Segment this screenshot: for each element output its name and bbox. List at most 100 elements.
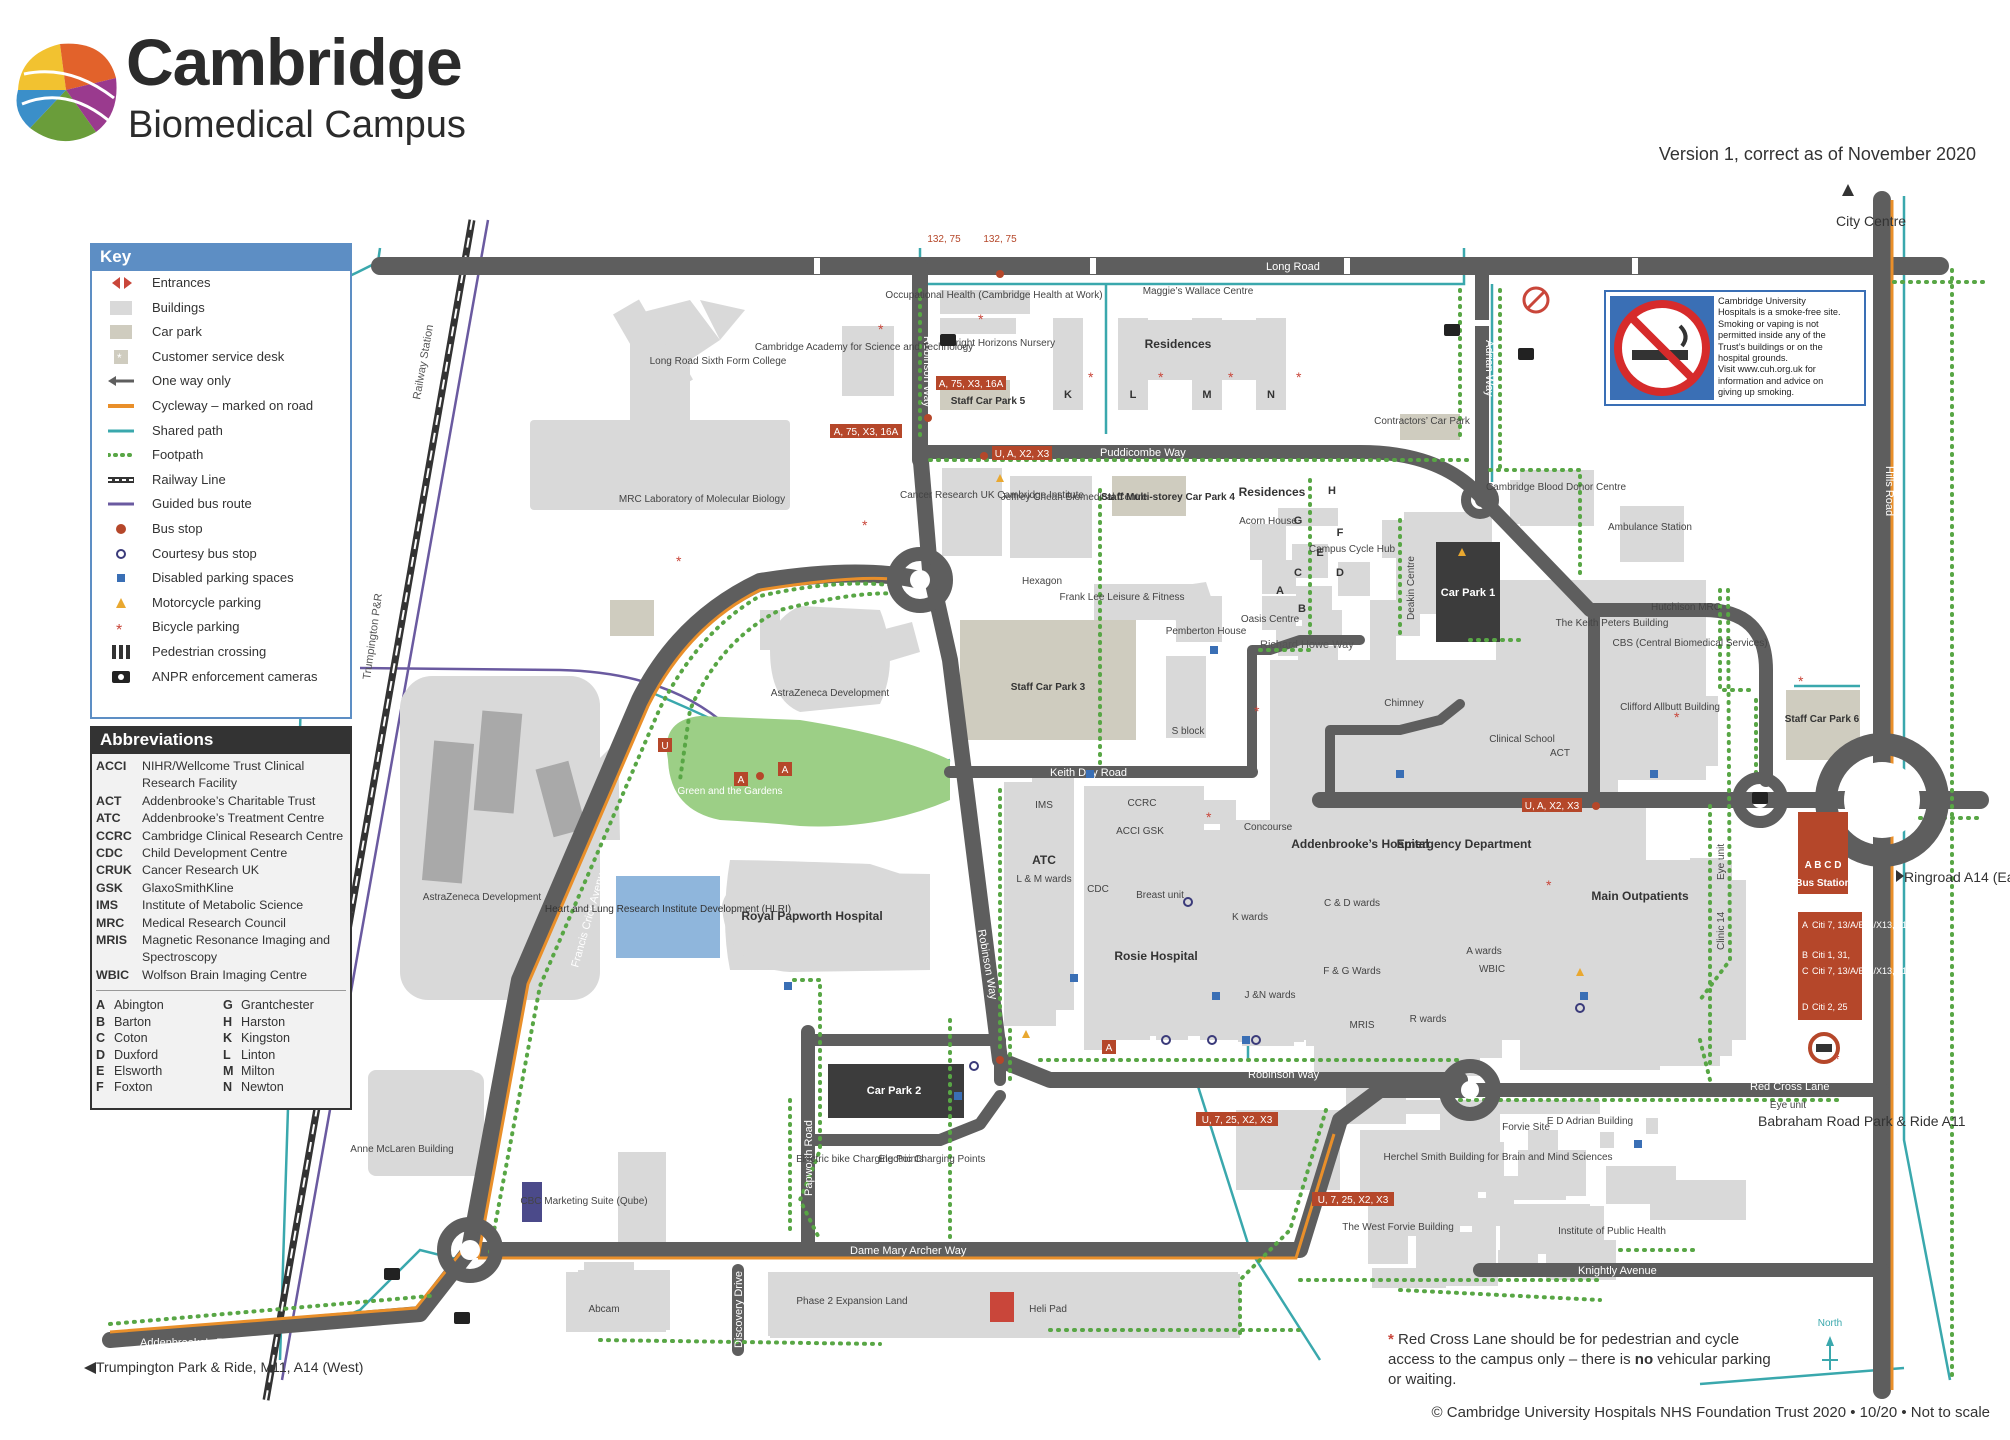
place-labels: City Centre Ringroad A14 (East) Babraham… xyxy=(96,213,2010,1375)
svg-text:U, A, X2, X3: U, A, X2, X3 xyxy=(995,449,1050,460)
svg-text:*: * xyxy=(1296,369,1302,385)
label-carpark-2: Car Park 2 xyxy=(867,1085,921,1097)
svg-text:*: * xyxy=(676,553,682,569)
label-anne-mclaren: Anne McLaren Building xyxy=(350,1144,453,1155)
svg-text:G: G xyxy=(1294,515,1303,527)
label-carpark-5: Staff Car Park 5 xyxy=(951,396,1026,407)
no-smoking-text: Cambridge University Hospitals is a smok… xyxy=(1718,296,1841,398)
road-adrian-way: Adrian Way xyxy=(1483,340,1495,397)
label-helipad: Heli Pad xyxy=(1029,1304,1067,1315)
label-phase2: Phase 2 Expansion Land xyxy=(796,1296,907,1307)
svg-text:Citi 7, 13/A/B/C/X13, 31, 132: Citi 7, 13/A/B/C/X13, 31, 132 xyxy=(1812,966,1927,976)
railway-line xyxy=(262,219,476,1401)
service-desk-icon: * xyxy=(114,349,128,364)
west-arrow-icon xyxy=(84,1362,96,1374)
label-wbic: WBIC xyxy=(1479,964,1505,975)
cycleway-line-icon xyxy=(108,403,134,408)
svg-text:A, 75, X3, 16A: A, 75, X3, 16A xyxy=(939,379,1004,390)
label-addenbrookes: Addenbrooke’s Hospital xyxy=(1291,837,1429,851)
compass-north-icon: North xyxy=(1818,1318,1842,1370)
label-clinic-14: Clinic 14 xyxy=(1716,911,1727,950)
label-city-centre: City Centre xyxy=(1836,213,1906,229)
label-k-wards: K wards xyxy=(1232,912,1268,923)
cbc-marketing xyxy=(522,1182,542,1222)
footpaths xyxy=(108,268,1986,1382)
hlri-building xyxy=(616,876,720,958)
green-area xyxy=(666,716,950,827)
svg-text:*: * xyxy=(1674,709,1680,725)
label-cast: Cambridge Academy for Science and Techno… xyxy=(755,342,973,353)
bus-station[interactable]: A B C D Bus Station A Citi 7, 13/A/B/C/X… xyxy=(1795,812,1940,1064)
north-arrow-city-icon xyxy=(1842,184,1854,196)
hospital-blocks xyxy=(1010,580,1746,1066)
label-carpark-4: Staff Multi-storey Car Park 4 xyxy=(1101,492,1235,503)
residence-letters: K L M N H G F E C D B A xyxy=(1064,389,1344,615)
svg-text:D: D xyxy=(1336,567,1344,579)
label-ebike-charging: Electric bike Charging Points xyxy=(796,1154,924,1165)
svg-text:A: A xyxy=(1276,585,1284,597)
carparks-layer xyxy=(610,380,1860,760)
label-r-wards: R wards xyxy=(1410,1014,1447,1025)
road-dame-mary-archer-way: Dame Mary Archer Way xyxy=(850,1245,967,1257)
road-discovery-drive: Discovery Drive xyxy=(733,1271,745,1348)
svg-text:North: North xyxy=(1818,1318,1842,1329)
label-green-gardens: The Green and the Gardens xyxy=(657,786,782,797)
label-ringroad: Ringroad A14 (East) xyxy=(1904,869,2010,885)
label-clinical-school: Clinical School xyxy=(1489,734,1555,745)
label-acorn: Acorn House xyxy=(1239,516,1297,527)
label-hexagon: Hexagon xyxy=(1022,576,1062,587)
road-richard-howe-way: Richard Howe Way xyxy=(1260,639,1354,651)
label-jeffrey-cheah: Jeffrey Cheah Biomedical Centre xyxy=(1001,492,1148,503)
label-ccrc: CCRC xyxy=(1128,798,1157,809)
label-abcam: Abcam xyxy=(588,1304,619,1315)
label-acci-gsk: ACCI GSK xyxy=(1116,826,1164,837)
svg-text:Citi 2, 25: Citi 2, 25 xyxy=(1812,1002,1848,1012)
svg-text:M: M xyxy=(1202,389,1211,401)
svg-text:D: D xyxy=(1802,1002,1809,1012)
svg-text:Citi 7, 13/A/B/C/X13, 31,99, 3: Citi 7, 13/A/B/C/X13, 31,99, 335 xyxy=(1812,920,1940,930)
label-pemberton: Pemberton House xyxy=(1166,626,1247,637)
svg-text:*: * xyxy=(1798,673,1804,689)
svg-text:*: * xyxy=(1254,703,1260,719)
label-a-wards: A wards xyxy=(1466,946,1502,957)
road-addenbrookes-road: Addenbrooke’s Road xyxy=(140,1337,243,1349)
label-railway-station: Railway Station xyxy=(411,324,436,401)
label-keith-peters: The Keith Peters Building xyxy=(1556,618,1669,629)
svg-text:N: N xyxy=(1267,389,1275,401)
label-cd-wards: C & D wards xyxy=(1324,898,1380,909)
label-ambulance: Ambulance Station xyxy=(1608,522,1692,533)
pedestrian-crossings xyxy=(814,258,1638,326)
no-left-turn-icon xyxy=(1522,286,1550,314)
label-herchel-smith: Herchel Smith Building for Brain and Min… xyxy=(1384,1152,1613,1163)
label-babraham: Babraham Road Park & Ride A11 xyxy=(1758,1113,1966,1129)
svg-text:*: * xyxy=(862,517,868,533)
label-deakin: Deakin Centre xyxy=(1406,556,1417,620)
label-az-development-top: AstraZeneca Development xyxy=(771,688,890,699)
footpath-dots-icon xyxy=(108,453,134,458)
disabled-parking-icon xyxy=(117,574,125,583)
svg-text:U, A, X2, X3: U, A, X2, X3 xyxy=(1525,801,1580,812)
road-robinson-way-north: Robinson Way xyxy=(921,336,933,408)
label-atc: ATC xyxy=(1032,853,1056,867)
svg-text:U, 7, 25, X2, X3: U, 7, 25, X2, X3 xyxy=(1318,1195,1389,1206)
label-residences-mid: Residences xyxy=(1239,485,1306,499)
railway-line-icon xyxy=(108,476,134,483)
label-ims: IMS xyxy=(1035,800,1053,811)
key-panel: Key Entrances Buildings Car park *Custom… xyxy=(90,243,352,719)
no-smoking-notice: Cambridge University Hospitals is a smok… xyxy=(1604,290,1866,406)
label-forvie-site: Forvie Site xyxy=(1502,1122,1550,1133)
label-carpark-6: Staff Car Park 6 xyxy=(1785,714,1860,725)
label-cbc-marketing: CBC Marketing Suite (Qube) xyxy=(520,1196,647,1207)
svg-text:*: * xyxy=(878,321,884,337)
label-rosie: Rosie Hospital xyxy=(1114,949,1197,963)
copyright: © Cambridge University Hospitals NHS Fou… xyxy=(1431,1404,1990,1421)
asterisk-icon: * xyxy=(1388,1331,1399,1348)
